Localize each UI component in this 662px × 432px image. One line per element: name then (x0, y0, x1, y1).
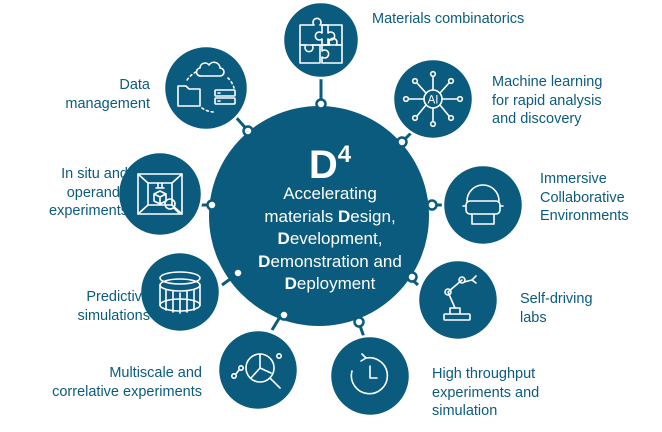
node-circle-data-management (162, 44, 250, 132)
center-line-1: Accelerating (283, 184, 377, 203)
node-circle-in-situ (116, 150, 204, 238)
label-machine-learning: Machine learning for rapid analysis and … (492, 74, 603, 127)
center-circle (209, 106, 429, 326)
node-circle-immersive (441, 163, 525, 247)
label-multiscale: Multiscale and correlative experiments (52, 365, 202, 400)
label-data-management: Data management (65, 77, 150, 112)
node-circle-self-driving (416, 258, 500, 342)
robot-arm-icon (443, 275, 477, 321)
label-self-driving: Self-driving labs (520, 291, 593, 326)
chamber-icon (137, 173, 183, 215)
ai-network-icon (402, 70, 464, 128)
clock-icon (350, 353, 389, 395)
label-high-throughput: High throughput experiments and simulati… (432, 366, 540, 419)
label-in-situ: In situ and operando experiments (49, 166, 128, 219)
cloud-storage-icon (177, 61, 236, 113)
magnifier-icon (230, 352, 282, 389)
label-predictive: Predictive simulations (77, 289, 150, 324)
connector-dots (206, 98, 438, 328)
center-subtitle: Accelerating materials Design, Developme… (214, 183, 446, 296)
label-combinatorics: Materials combinatorics (372, 11, 525, 27)
center-line-3: Development, (277, 229, 383, 248)
center-line-4: Demonstration and (258, 251, 402, 271)
vr-headset-icon (462, 184, 504, 225)
label-immersive: Immersive Collaborative Environments (540, 171, 629, 224)
center-line-2: materials Design, (264, 206, 396, 226)
node-circle-predictive (138, 250, 222, 334)
center-line-5: Deployment (284, 274, 376, 293)
center-title: D4 (308, 141, 352, 187)
puzzle-icon (299, 17, 343, 64)
cylinder-lattice-icon (159, 271, 201, 314)
ai-text: AI (428, 95, 439, 107)
